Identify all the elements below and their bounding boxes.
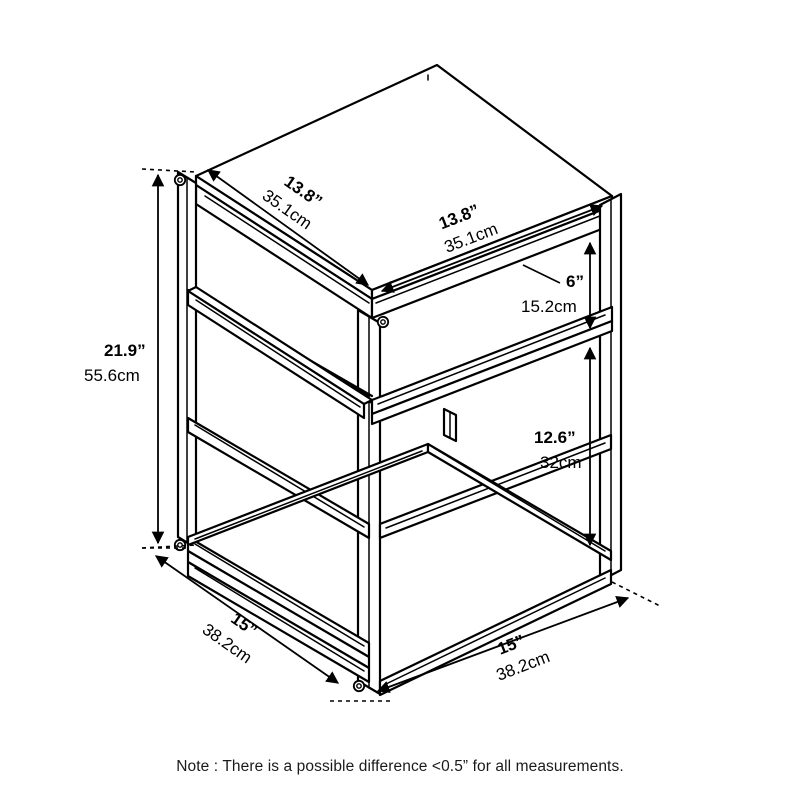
measurement-note: Note : There is a possible difference <0… [176,758,624,775]
dimension-base-depth-left: 15” 38.2cm [142,547,392,702]
dimension-upper-shelf-gap: 6” 15.2cm [521,241,597,330]
screw-icon-bottom-center [352,679,366,693]
middle-shelf [186,285,614,426]
dimension-overall-height-imperial: 21.9” [104,341,146,360]
screw-icon-top-left [173,173,187,187]
dimension-lower-shelf-gap-imperial: 12.6” [534,428,576,447]
screw-icon-top-center [376,315,390,329]
dimension-overall-height-metric: 55.6cm [84,366,140,385]
dimension-upper-shelf-gap-imperial: 6” [566,272,584,291]
dimension-upper-shelf-gap-metric: 15.2cm [521,297,577,316]
dimension-lower-shelf-gap-metric: 32cm [540,453,582,472]
table-top-panel [194,63,614,301]
dimension-base-width-right: 15” 38.2cm [376,581,661,693]
dimension-lower-shelf-gap: 12.6” 32cm [534,346,597,547]
fastener-marks [173,173,390,693]
